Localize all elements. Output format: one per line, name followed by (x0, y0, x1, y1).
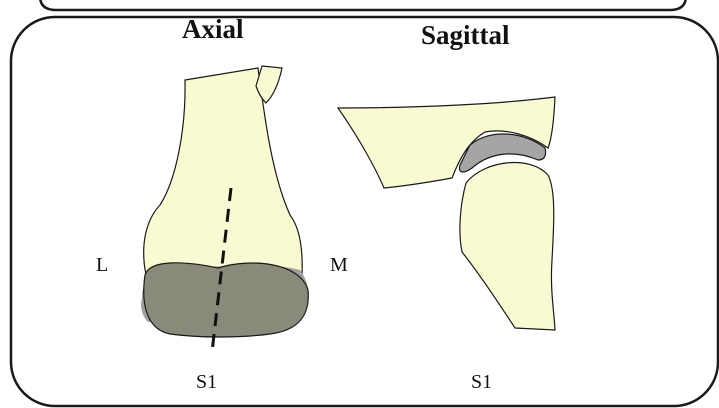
medial-label: M (330, 254, 348, 277)
axial-title: Axial (182, 14, 244, 45)
sagittal-s1-label: S1 (471, 371, 492, 394)
axial-femur (144, 68, 302, 275)
sagittal-view (338, 97, 555, 330)
sagittal-title: Sagittal (421, 20, 510, 51)
axial-view (141, 66, 309, 352)
axial-s1-label: S1 (196, 371, 217, 394)
sagittal-condyle (460, 163, 555, 330)
header-box-edge (40, 0, 686, 10)
figure-frame (11, 17, 718, 406)
lateral-label: L (96, 254, 108, 277)
axial-articular-surface (144, 263, 309, 337)
